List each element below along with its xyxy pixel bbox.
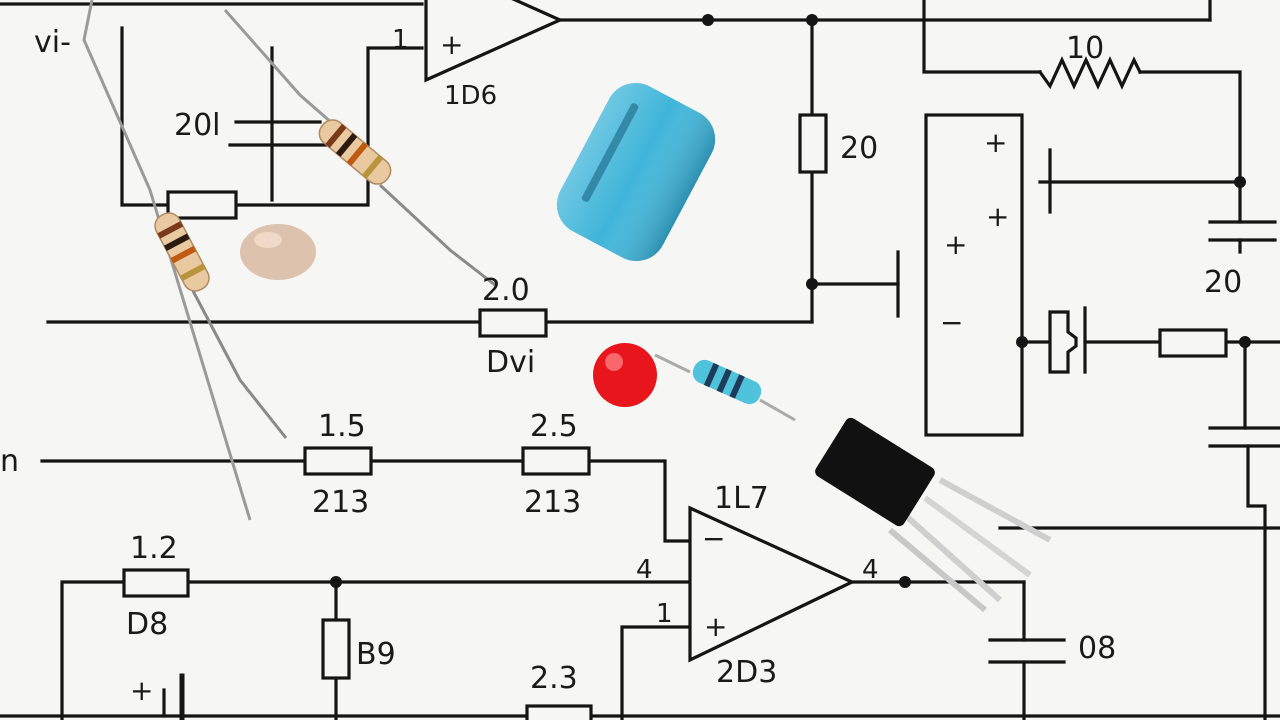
opamp-2-symbol: [688, 505, 856, 663]
label-cap-bottom: 08: [1078, 631, 1116, 666]
resistor-low: [122, 568, 190, 598]
label-opamp2-plus: +: [704, 610, 727, 643]
physical-resistor-2: [318, 119, 392, 185]
schematic-components: [122, 0, 1228, 720]
resistor-a: [303, 446, 373, 476]
label-battery-plus: +: [130, 674, 153, 707]
resistor-vertical-low: [321, 618, 351, 680]
label-opamp2-pin-in: 4: [636, 555, 653, 585]
label-opamp1-name: 1D6: [444, 81, 497, 111]
ic-minus: −: [940, 306, 963, 339]
ic-plus-1: +: [984, 126, 1007, 159]
label-r-vert: B9: [356, 637, 396, 672]
label-r-low-value: 1.2: [130, 531, 178, 566]
label-r-b-value: 2.5: [530, 409, 578, 444]
resistor-b: [521, 446, 591, 476]
label-opamp2-pin-out: 4: [862, 555, 879, 585]
resistor-left-top: [166, 190, 238, 220]
label-r-center-value: 2.0: [482, 273, 530, 308]
diode-symbol: [1048, 310, 1078, 374]
label-r-low-name: D8: [126, 607, 168, 642]
junctions: [330, 14, 1251, 588]
ic-block: [924, 113, 1024, 437]
label-r-a-name: 213: [312, 485, 369, 520]
label-cap-left: 20l: [174, 108, 221, 143]
label-n: n: [0, 444, 19, 479]
label-r-bottom: 2.3: [530, 661, 578, 696]
label-opamp1-pin: 1: [392, 25, 409, 55]
resistor-bottom: [525, 704, 593, 720]
physical-blue-resistor: [692, 359, 762, 405]
label-cap-right: 20: [1204, 265, 1242, 300]
component-leads: [82, 0, 796, 521]
physical-blue-capacitor: [556, 82, 716, 262]
physical-ceramic-disc: [240, 224, 316, 280]
label-opamp2-pin-plus: 1: [656, 599, 673, 629]
resistor-right: [1158, 328, 1228, 358]
ic-plus-3: +: [944, 228, 967, 261]
label-r-b-name: 213: [524, 485, 581, 520]
resistor-zigzag: [1037, 56, 1143, 90]
label-opamp2-minus: −: [702, 522, 725, 555]
physical-red-led: [593, 343, 657, 407]
label-r-mid: 20: [840, 131, 878, 166]
label-r-top: 10: [1066, 31, 1104, 66]
label-opamp1-plus: +: [440, 28, 463, 61]
opamp-1-symbol: [424, 0, 564, 83]
label-r-a-value: 1.5: [318, 409, 366, 444]
physical-transistor: [815, 417, 1052, 613]
labels: vi- n 1 + 1D6 10 20 20l 20 2.0 Dvi 1.5 2…: [0, 25, 1242, 707]
ic-plus-2: +: [986, 200, 1009, 233]
physical-resistor-1: [154, 212, 210, 292]
label-r-center-name: Dvi: [486, 345, 535, 380]
label-opamp2-name: 2D3: [716, 655, 777, 690]
resistor-center: [478, 308, 548, 338]
label-vi: vi-: [34, 25, 71, 60]
resistor-vertical-top: [798, 113, 828, 174]
label-opamp2-value: 1L7: [714, 481, 769, 516]
